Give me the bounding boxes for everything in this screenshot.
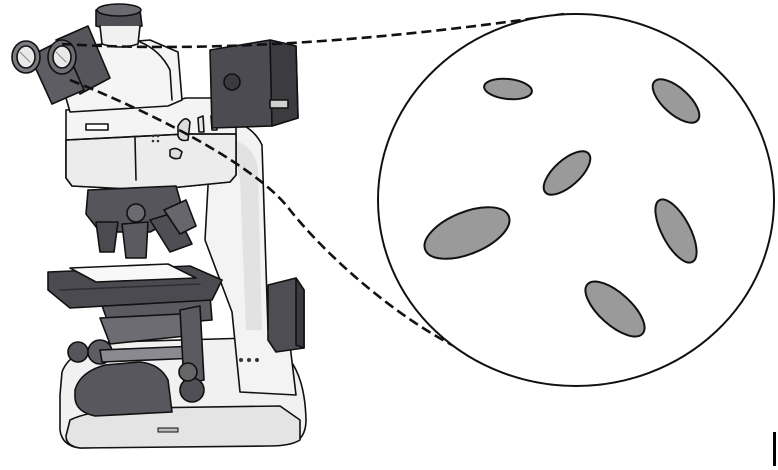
head-label-slot [85, 123, 109, 131]
magnified-view-circle [377, 13, 775, 387]
objective-lens-1 [95, 221, 119, 253]
base-dark-cutout [74, 361, 173, 417]
objective-lens-2 [121, 221, 149, 259]
edge-mark [773, 432, 776, 466]
bacterium-cell-1 [483, 77, 533, 101]
bacteria-cells [423, 77, 701, 338]
focus-knob-small [126, 203, 146, 223]
power-dots [239, 358, 259, 362]
bacterium-cell-3 [542, 150, 592, 196]
coarse-focus-knob [67, 341, 89, 363]
zoom-line-upper [61, 12, 565, 49]
objective-lens-4 [163, 199, 197, 235]
field-of-view [377, 13, 775, 387]
bacterium-cell-6 [584, 280, 646, 338]
bacterium-cell-2 [651, 78, 701, 124]
base-label-slot [157, 427, 179, 433]
microscope-illustration [11, 3, 307, 449]
bacterium-cell-5 [654, 198, 698, 264]
microscope-slide [69, 263, 197, 283]
zoom-indicator-lines [61, 12, 565, 352]
lamp-knob [269, 99, 289, 109]
arm-shade [232, 140, 262, 330]
head-vent-dots [151, 134, 160, 143]
bacterium-cell-4 [423, 206, 511, 260]
zoom-line-lower [69, 78, 463, 352]
